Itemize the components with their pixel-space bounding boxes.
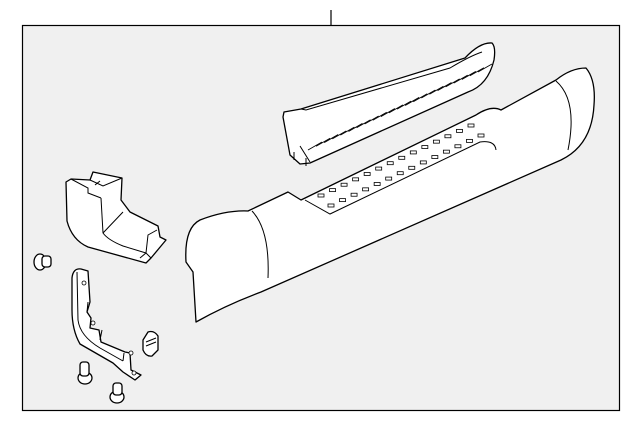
end-cap[interactable] [65, 171, 167, 264]
tread-slot [477, 133, 485, 138]
tread-slot [456, 128, 463, 133]
tread-stripe [307, 141, 323, 151]
tread-stripe [421, 89, 436, 99]
tread-stripe [461, 71, 477, 80]
tread-stripe [453, 74, 468, 84]
tread-stripe [380, 108, 396, 117]
tread-slot [467, 123, 475, 128]
tread-stripe [477, 63, 493, 73]
tread-slot [339, 198, 346, 203]
step-bar-tread [317, 123, 485, 208]
tread-slot [432, 139, 440, 144]
tread-slot [444, 134, 452, 139]
tread-slot [466, 138, 473, 143]
tread-slot [408, 165, 416, 170]
tread-stripe [356, 119, 371, 129]
tread-slot [386, 161, 394, 166]
tread-stripe [332, 130, 347, 140]
tread-stripe [429, 85, 444, 95]
bolt[interactable] [33, 253, 52, 271]
bolt[interactable] [77, 361, 93, 385]
tread-stripe [388, 104, 404, 114]
tread-slot [373, 182, 381, 186]
tread-slot [327, 203, 335, 208]
tread-stripe [364, 115, 379, 125]
tread-slot [454, 144, 462, 149]
tread-slot [442, 149, 450, 154]
step-pad[interactable] [282, 42, 496, 166]
tread-slot [317, 193, 325, 198]
tread-stripe [413, 93, 428, 103]
tread-stripe [340, 126, 355, 136]
tread-slot [329, 188, 336, 193]
tread-stripe [437, 82, 452, 91]
tread-stripe [445, 78, 460, 88]
tread-stripe [348, 123, 363, 132]
tread-slot [375, 166, 383, 171]
tread-slot [409, 150, 417, 155]
tread-slot [419, 160, 427, 165]
tread-slot [421, 145, 429, 149]
tread-slot [362, 187, 370, 192]
tread-stripe [469, 67, 485, 77]
tread-slot [385, 176, 393, 181]
bolt[interactable] [109, 382, 125, 404]
tread-slot [340, 182, 348, 187]
mounting-bracket[interactable] [71, 268, 142, 381]
step-pad-tread [307, 63, 493, 151]
tread-slot [431, 155, 439, 159]
tread-stripe [396, 100, 412, 110]
tread-slot [352, 177, 360, 182]
tread-stripe [323, 134, 339, 143]
tread-slot [350, 192, 358, 197]
nut[interactable] [142, 330, 159, 357]
tread-stripe [372, 111, 387, 121]
step-bar[interactable] [185, 67, 595, 323]
tread-slot [398, 155, 406, 160]
tread-slot [396, 171, 404, 176]
tread-stripe [404, 97, 420, 106]
tread-slot [363, 172, 371, 176]
tread-stripe [315, 137, 331, 147]
